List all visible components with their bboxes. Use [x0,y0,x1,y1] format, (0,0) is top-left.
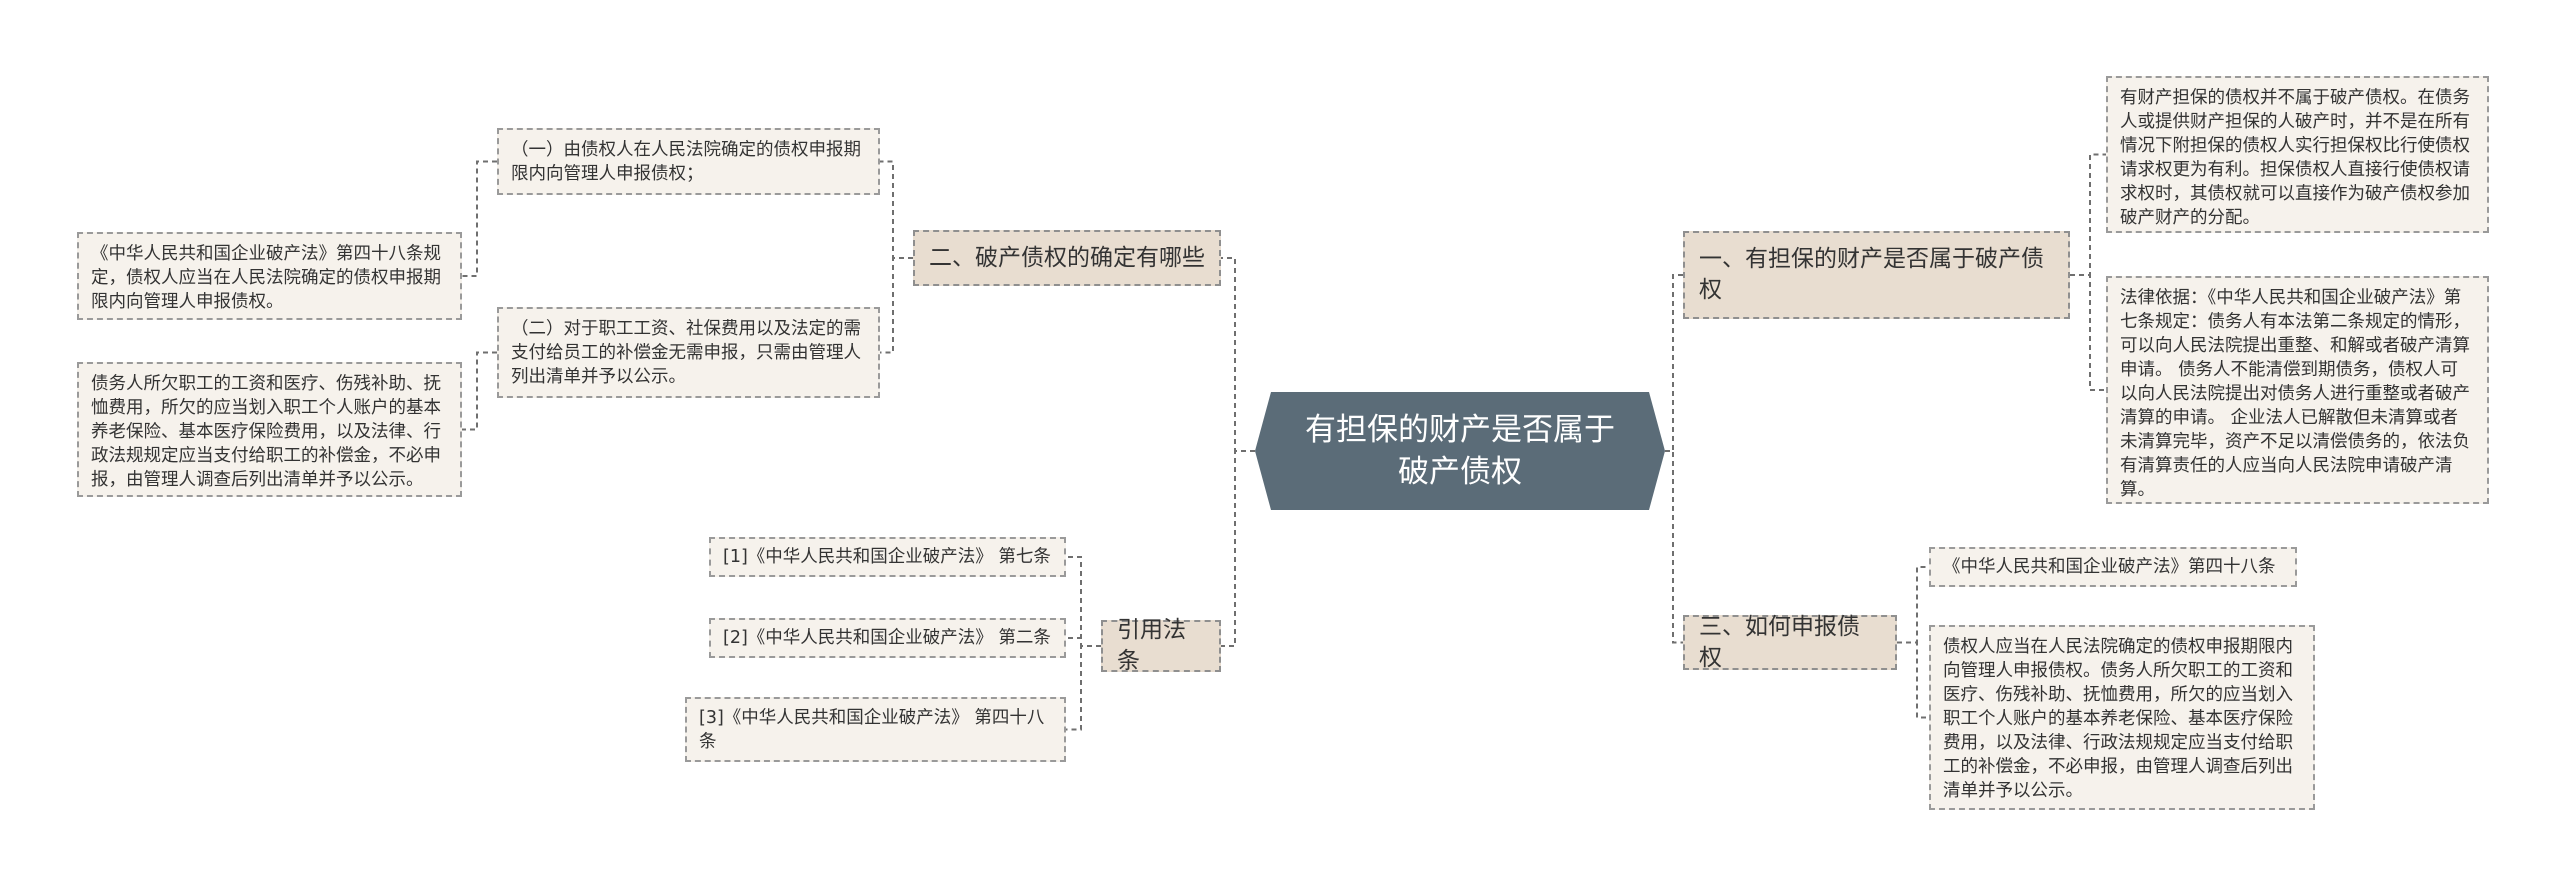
connector-line [880,160,913,259]
citation-1[interactable]: [1]《中华人民共和国企业破产法》 第七条 [709,537,1066,577]
leaf-employee-claims[interactable]: 债务人所欠职工的工资和医疗、伤残补助、抚恤费用，所欠的应当划入职工个人账户的基本… [77,362,462,497]
connector-line [462,351,497,431]
leaf-item-one[interactable]: （一）由债权人在人民法院确定的债权申报期限内向管理人申报债权； [497,128,880,195]
leaf-text: （二）对于职工工资、社保费用以及法定的需支付给员工的补偿金无需申报，只需由管理人… [511,319,861,387]
branch-label: 一、有担保的财产是否属于破产债权 [1699,246,2044,303]
citation-3[interactable]: [3]《中华人民共和国企业破产法》 第四十八条 [685,697,1066,762]
connector-line [1665,450,1683,644]
leaf-text: 《中华人民共和国企业破产法》第四十八条规定，债权人应当在人民法院确定的债权申报期… [91,244,441,312]
connector-line [1221,257,1255,452]
connector-line [462,160,497,277]
leaf-item-two[interactable]: （二）对于职工工资、社保费用以及法定的需支付给员工的补偿金无需申报，只需由管理人… [497,307,880,398]
connector-line [1665,274,1683,452]
connector-line [2070,153,2106,276]
leaf-secured-claim-explanation[interactable]: 有财产担保的债权并不属于破产债权。在债务人或提供财产担保的人破产时，并不是在所有… [2106,76,2489,233]
leaf-article-48[interactable]: 《中华人民共和国企业破产法》第四十八条 [1929,547,2297,587]
connector-line [2070,274,2106,391]
leaf-text: 债权人应当在人民法院确定的债权申报期限内向管理人申报债权。债务人所欠职工的工资和… [1943,637,2293,801]
connector-line [1897,566,1929,644]
leaf-text: 《中华人民共和国企业破产法》第四十八条 [1943,557,2276,577]
central-topic-label: 有担保的财产是否属于破产债权 [1305,412,1615,490]
leaf-legal-basis[interactable]: 法律依据：《中华人民共和国企业破产法》第七条规定：债务人有本法第二条规定的情形，… [2106,276,2489,504]
citation-2[interactable]: [2]《中华人民共和国企业破产法》 第二条 [709,618,1066,658]
branch-label: 二、破产债权的确定有哪些 [929,244,1205,271]
connector-line [1066,637,1101,647]
leaf-article-48-quote[interactable]: 《中华人民共和国企业破产法》第四十八条规定，债权人应当在人民法院确定的债权申报期… [77,232,462,320]
branch-label: 引用法条 [1117,617,1186,674]
branch-label: 三、如何申报债权 [1699,613,1860,671]
connector-line [1066,645,1101,731]
leaf-text: [1]《中华人民共和国企业破产法》 第七条 [723,547,1051,567]
branch-claim-determination[interactable]: 二、破产债权的确定有哪些 [913,230,1221,286]
branch-cited-articles[interactable]: 引用法条 [1101,617,1221,674]
connector-line [880,257,913,354]
leaf-text: （一）由债权人在人民法院确定的债权申报期限内向管理人申报债权； [511,140,861,184]
leaf-text: [2]《中华人民共和国企业破产法》 第二条 [723,628,1051,648]
branch-secured-property[interactable]: 一、有担保的财产是否属于破产债权 [1683,231,2070,319]
connector-line [1066,556,1101,647]
leaf-text: [3]《中华人民共和国企业破产法》 第四十八条 [699,707,1045,752]
leaf-text: 债务人所欠职工的工资和医疗、伤残补助、抚恤费用，所欠的应当划入职工个人账户的基本… [91,374,441,490]
central-topic[interactable]: 有担保的财产是否属于破产债权 [1255,392,1665,510]
leaf-text: 有财产担保的债权并不属于破产债权。在债务人或提供财产担保的人破产时，并不是在所有… [2120,88,2470,228]
leaf-text: 法律依据：《中华人民共和国企业破产法》第七条规定：债务人有本法第二条规定的情形，… [2120,288,2470,500]
connector-line [1221,450,1255,647]
branch-how-to-declare[interactable]: 三、如何申报债权 [1683,614,1897,671]
leaf-declaration-rules[interactable]: 债权人应当在人民法院确定的债权申报期限内向管理人申报债权。债务人所欠职工的工资和… [1929,625,2315,810]
connector-line [1897,641,1929,719]
